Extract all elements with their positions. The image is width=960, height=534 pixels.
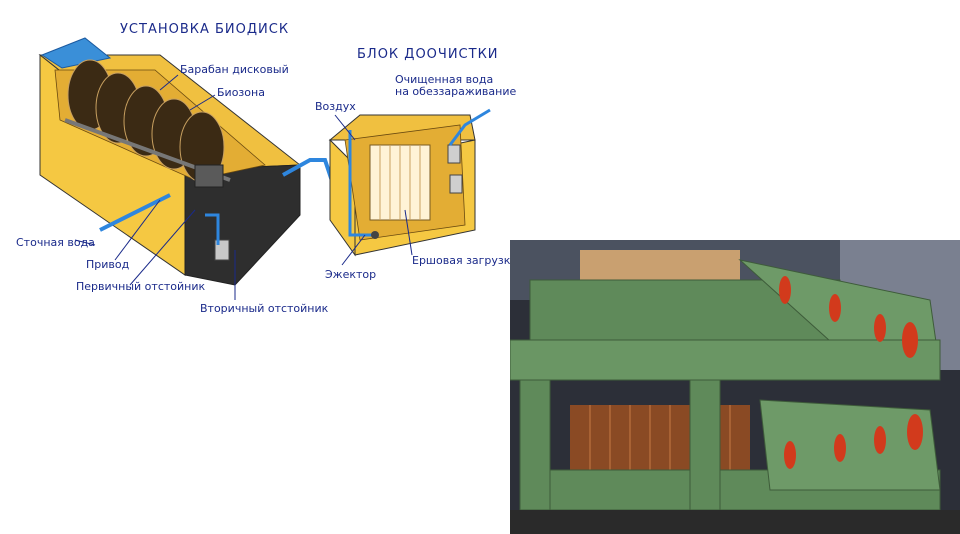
- inlet-pipe: [99, 193, 171, 232]
- label-wastewater: Сточная вода: [16, 236, 95, 249]
- air-pipe: [348, 130, 375, 237]
- drive-motor: [194, 164, 224, 188]
- filter-cylinder-2: [449, 174, 463, 194]
- title-post-treatment: БЛОК ДООЧИСТКИ: [357, 47, 499, 62]
- label-biozone: Биозона: [217, 86, 265, 99]
- label-air: Воздух: [315, 100, 356, 113]
- biodisk-schematic: [38, 37, 491, 300]
- post-treatment-unit: [328, 108, 491, 257]
- filter-cylinder-1: [447, 144, 461, 164]
- internal-pipe: [205, 213, 220, 245]
- motors: [779, 276, 923, 469]
- label-ejector: Эжектор: [325, 268, 377, 281]
- lower-disks: [570, 405, 750, 470]
- label-drum: Барабан дисковый: [180, 63, 289, 76]
- disk-drum: [64, 59, 231, 183]
- title-biodisk: УСТАНОВКА БИОДИСК: [120, 22, 290, 37]
- label-clean-water-2: на обеззараживание: [395, 85, 517, 98]
- label-brush-load: Ершовая загрузка: [412, 254, 518, 267]
- label-primary-settler: Первичный отстойник: [76, 280, 206, 293]
- biodisk-unit: [38, 37, 342, 286]
- label-drive: Привод: [86, 258, 130, 271]
- label-secondary-settler: Вторичный отстойник: [200, 302, 329, 315]
- ejector: [371, 231, 379, 239]
- label-clean-water-1: Очищенная вода: [395, 73, 494, 86]
- tank-side: [184, 164, 301, 286]
- outlet-pipe: [448, 108, 491, 146]
- biodisk-plant-photo: [510, 240, 960, 534]
